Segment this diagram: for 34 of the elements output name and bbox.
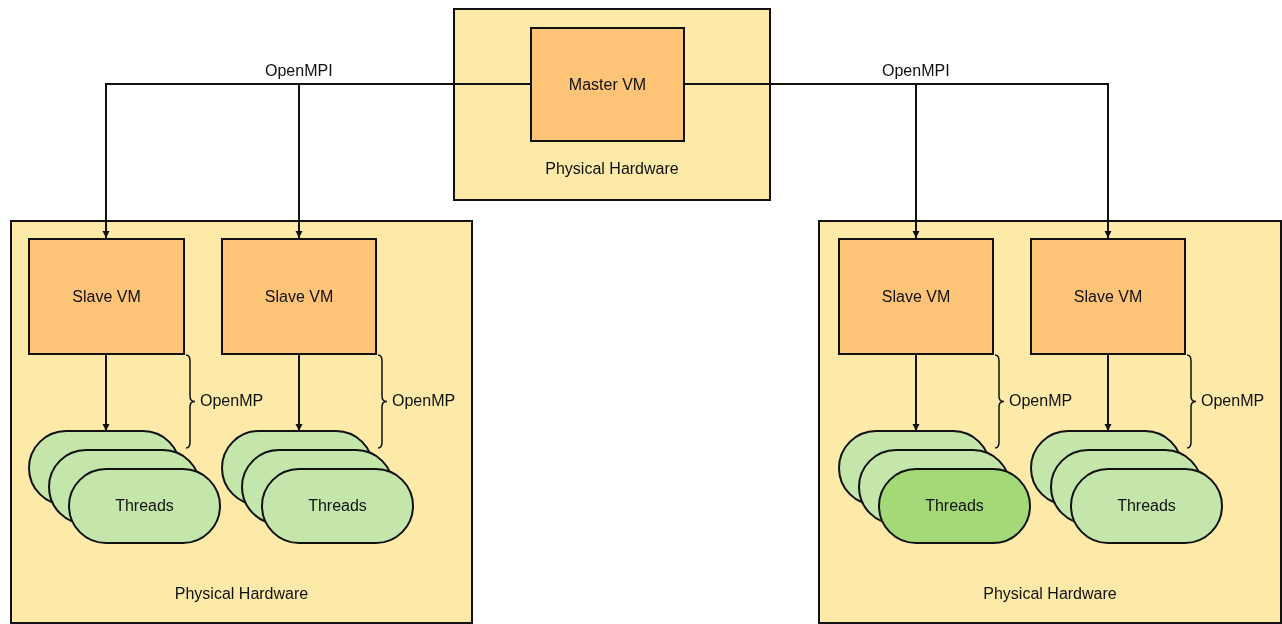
arrow [295,354,303,432]
node-label: Slave VM [264,287,334,306]
node-label: Threads [1116,496,1177,516]
container-label: Physical Hardware [545,160,679,178]
node-label: Slave VM [1073,287,1143,306]
thread-stack [28,430,221,544]
vm-box [221,238,377,355]
node-label: Threads [114,496,175,516]
vm-box [28,238,185,355]
thread-stack [1030,430,1223,544]
edge-label: OpenMPI [880,62,952,80]
hardware-container [818,220,1282,624]
bracket-label: OpenMP [1201,391,1265,410]
arrow [912,354,920,432]
bracket-label: OpenMP [1009,391,1073,410]
edge-label: OpenMPI [263,62,335,80]
node-label: Master VM [568,75,647,94]
container-label: Physical Hardware [983,585,1117,603]
bracket-label: OpenMP [392,391,456,410]
hardware-container [10,220,473,624]
vm-box [530,27,685,142]
node-label: Threads [924,496,985,516]
container-label: Physical Hardware [174,585,309,603]
arrow [102,354,110,432]
thread-stack [838,430,1031,544]
node-label: Slave VM [72,287,141,306]
bracket-label: OpenMP [200,391,264,410]
thread-stack [221,430,414,544]
hardware-container [453,8,771,201]
vm-box [838,238,994,355]
node-label: Threads [307,496,368,516]
vm-box [1030,238,1186,355]
node-label: Slave VM [881,287,951,306]
arrow [1104,354,1112,432]
